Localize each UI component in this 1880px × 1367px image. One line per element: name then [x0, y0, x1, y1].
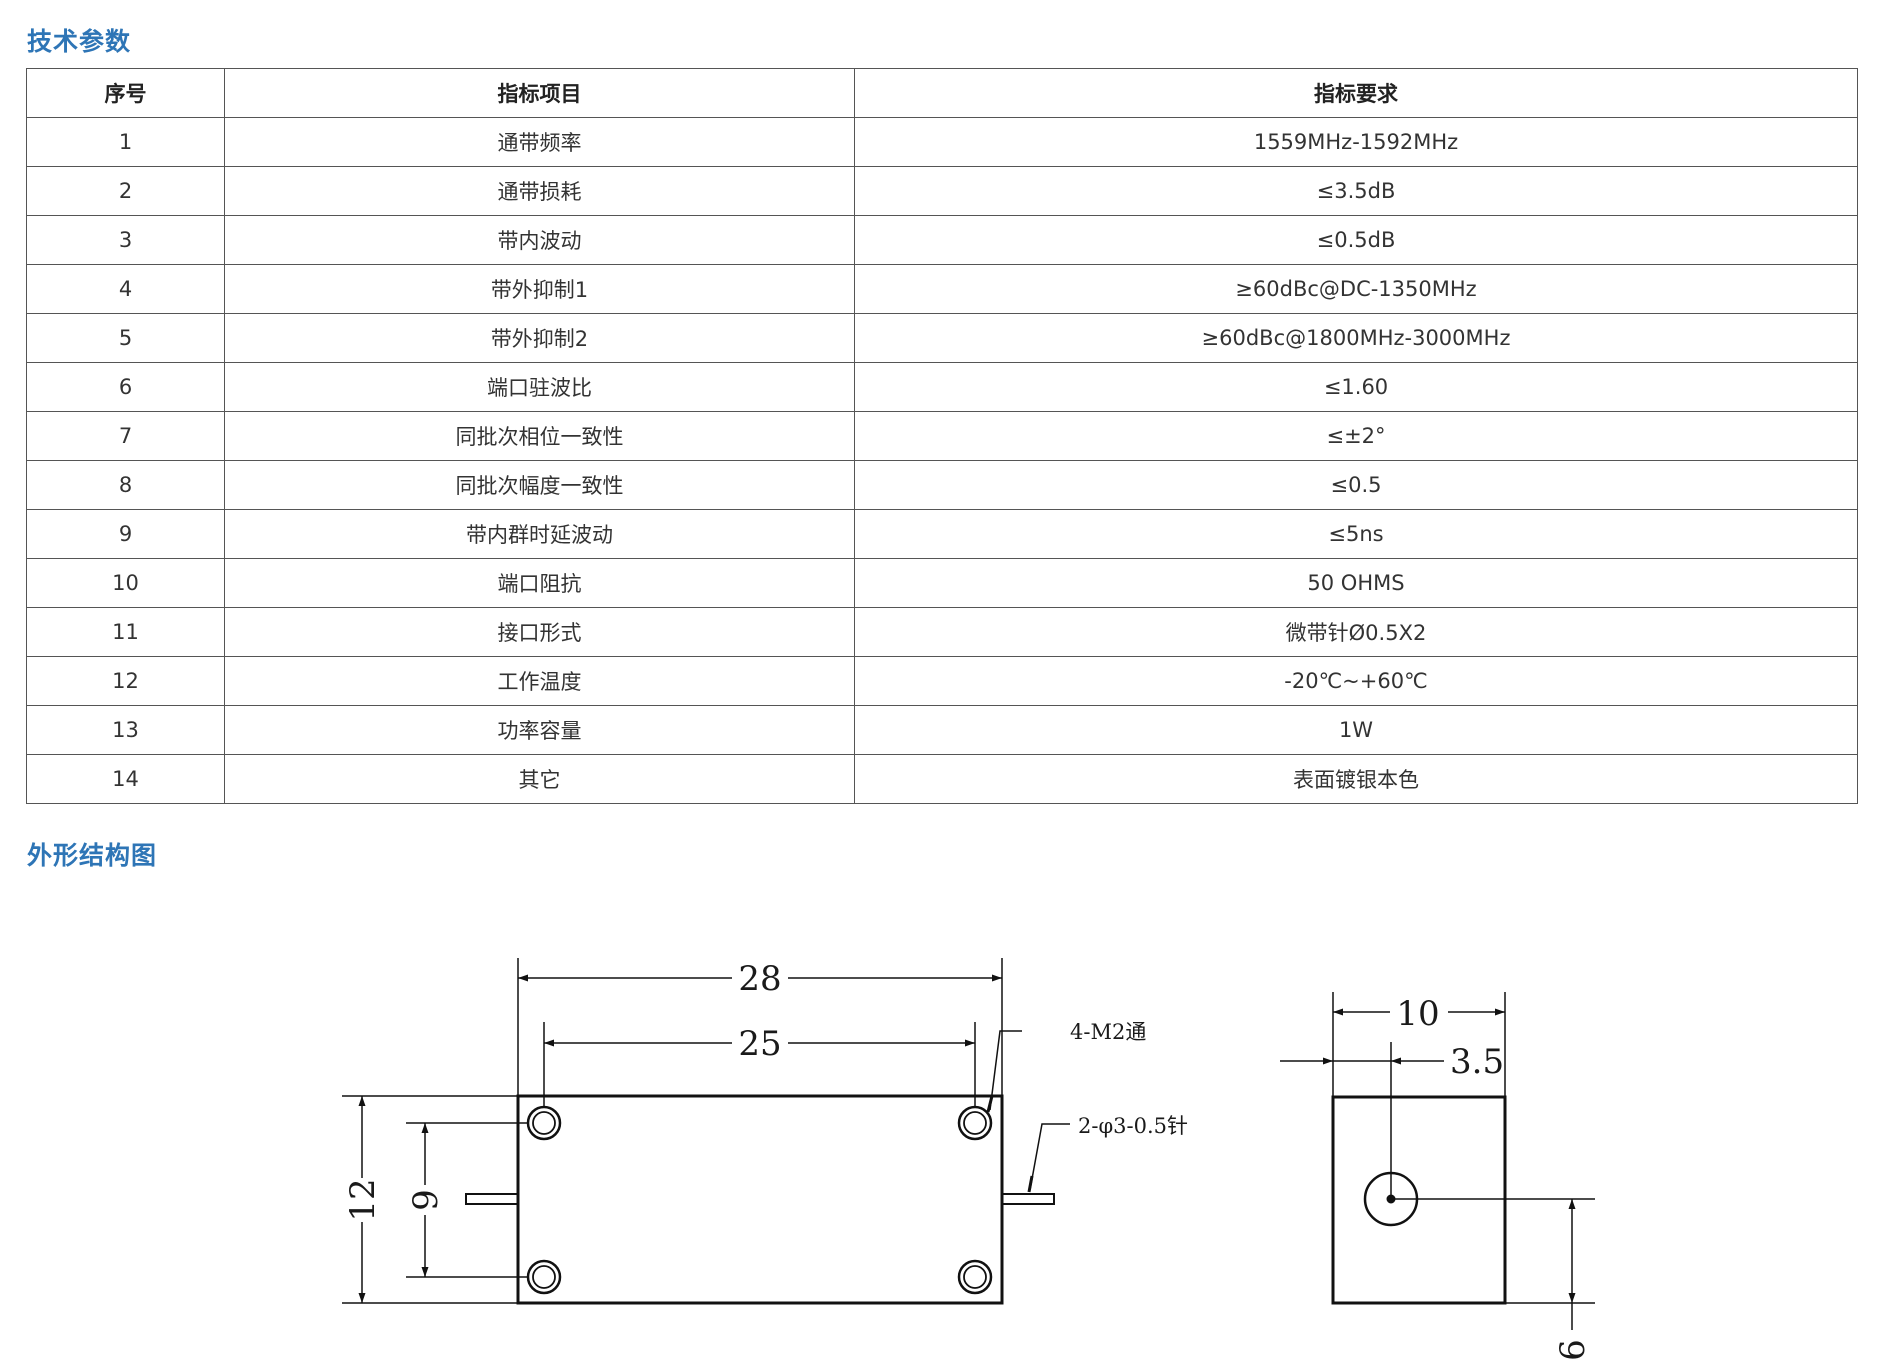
cell-item: 带外抑制1	[224, 264, 855, 314]
cell-requirement: ≥60dBc@DC-1350MHz	[854, 264, 1858, 314]
cell-item: 通带频率	[224, 117, 855, 167]
cell-requirement: -20℃~+60℃	[854, 656, 1858, 706]
section-title-drawing: 外形结构图	[27, 841, 158, 870]
cell-requirement: 50 OHMS	[854, 558, 1858, 608]
cell-item: 同批次幅度一致性	[224, 460, 855, 510]
cell-no: 11	[26, 607, 225, 657]
cell-requirement: ≤0.5dB	[854, 215, 1858, 265]
pin-left	[465, 1193, 519, 1205]
dim-width-holes: 25	[738, 1024, 781, 1064]
cell-item: 其它	[224, 754, 855, 804]
cell-item: 带外抑制2	[224, 313, 855, 363]
cell-item: 功率容量	[224, 705, 855, 755]
note-pins: 2-φ3-0.5针	[1078, 1114, 1188, 1138]
cell-item: 带内波动	[224, 215, 855, 265]
hole-bottom-right	[957, 1259, 993, 1295]
section-title-params: 技术参数	[27, 27, 132, 56]
pin-right	[1001, 1193, 1055, 1205]
front-view-labels: 28 25 12 9 4-M2通 2-φ3-0.5针	[343, 959, 1188, 1222]
dim-side-offset: 3.5	[1450, 1042, 1504, 1082]
cell-requirement: 微带针Ø0.5X2	[854, 607, 1858, 657]
mounting-holes	[526, 1105, 993, 1295]
dim-height-outer: 12	[343, 1178, 383, 1221]
side-view-labels: 10 3.5 6	[1396, 994, 1593, 1361]
cell-item: 工作温度	[224, 656, 855, 706]
housing-outline	[516, 1094, 1004, 1305]
leader-holes	[989, 1030, 1022, 1111]
dim-width-outer: 28	[738, 959, 781, 999]
cell-requirement: 表面镀银本色	[854, 754, 1858, 804]
cell-item: 接口形式	[224, 607, 855, 657]
dim-side-width: 10	[1396, 994, 1439, 1034]
note-holes: 4-M2通	[1070, 1020, 1146, 1044]
cell-requirement: 1W	[854, 705, 1858, 755]
side-view	[1280, 992, 1595, 1330]
cell-item: 端口驻波比	[224, 362, 855, 412]
cell-item: 通带损耗	[224, 166, 855, 216]
cell-no: 1	[26, 117, 225, 167]
front-view	[342, 958, 1070, 1305]
header-requirement: 指标要求	[854, 68, 1858, 118]
cell-no: 2	[26, 166, 225, 216]
cell-requirement: ≤0.5	[854, 460, 1858, 510]
dim-height-holes: 9	[406, 1189, 446, 1211]
cell-item: 端口阻抗	[224, 558, 855, 608]
cell-no: 3	[26, 215, 225, 265]
side-outline	[1331, 1095, 1507, 1305]
header-no: 序号	[26, 68, 225, 118]
cell-no: 8	[26, 460, 225, 510]
cell-item: 同批次相位一致性	[224, 411, 855, 461]
cell-no: 7	[26, 411, 225, 461]
cell-no: 10	[26, 558, 225, 608]
dim-side-pin-height: 6	[1553, 1339, 1593, 1361]
cell-requirement: ≥60dBc@1800MHz-3000MHz	[854, 313, 1858, 363]
leader-pins	[1029, 1123, 1070, 1191]
